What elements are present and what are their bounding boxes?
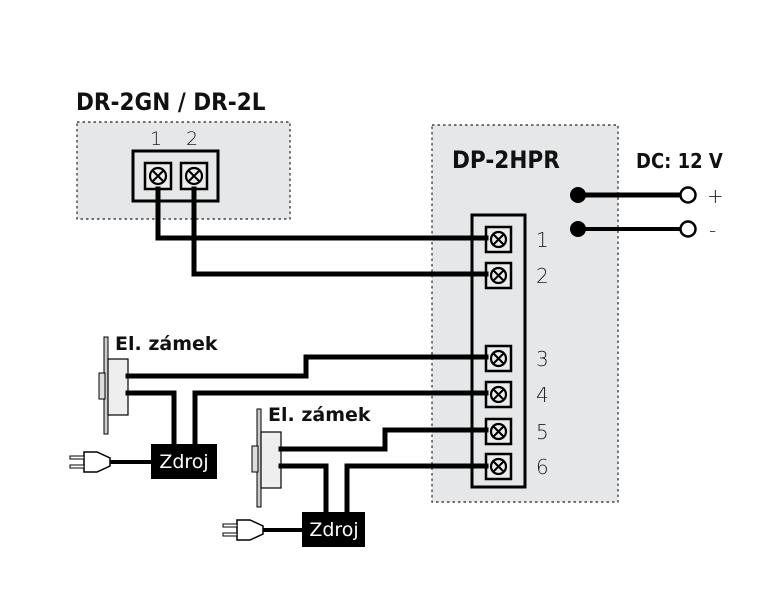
door-station: DR-2GN / DR-2L 1 2 xyxy=(76,88,291,220)
panel-terminal-label-3: 3 xyxy=(536,347,549,371)
screw-terminal-icon xyxy=(484,344,513,373)
lock-2-label: El. zámek xyxy=(268,404,371,426)
screw-terminal-icon xyxy=(484,417,513,446)
door-terminal-label-1: 1 xyxy=(150,128,162,150)
electric-lock-icon xyxy=(98,336,129,435)
screw-terminal-icon xyxy=(484,225,513,254)
panel-terminal-label-2: 2 xyxy=(536,264,549,288)
power-plug-icon xyxy=(222,519,264,541)
wire-door1-panel1 xyxy=(155,186,489,241)
panel-title: DP-2HPR xyxy=(452,146,560,174)
dc-power-input: DC: 12 V + - xyxy=(570,149,724,242)
lock-2: El. zámek xyxy=(251,404,371,508)
panel-terminal-label-4: 4 xyxy=(536,383,549,407)
wire-lock2-zdroj2 xyxy=(278,463,329,517)
dc-minus-sign: - xyxy=(709,218,716,242)
dc-minus-junction xyxy=(570,221,586,237)
zdroj-2-label: Zdroj xyxy=(309,519,358,541)
wire-door2-panel2 xyxy=(191,186,489,277)
zdroj-2-box xyxy=(302,512,365,547)
dc-plus-junction xyxy=(570,187,586,203)
screw-terminal-icon xyxy=(143,161,173,191)
screw-terminal-icon xyxy=(484,261,513,290)
dc-minus-terminal xyxy=(679,220,697,238)
wire-zdroj2-panel6 xyxy=(344,463,489,517)
panel-terminal-label-1: 1 xyxy=(536,228,549,252)
panel: DP-2HPR 1 2 3 4 5 6 xyxy=(431,124,619,503)
electric-lock-icon xyxy=(251,408,282,508)
wire-lock1-zdroj1 xyxy=(125,390,177,447)
zdroj-1-label: Zdroj xyxy=(159,451,208,473)
screw-terminal-icon xyxy=(484,452,513,481)
panel-terminal-label-6: 6 xyxy=(536,455,549,479)
wire-lock1-panel3 xyxy=(125,354,489,379)
dc-voltage-label: DC: 12 V xyxy=(636,149,723,173)
dc-plus-sign: + xyxy=(707,184,724,208)
door-terminal-block xyxy=(131,149,220,203)
power-plug-icon xyxy=(69,451,111,473)
wire-lock2-panel5 xyxy=(278,427,489,452)
dc-plus-terminal xyxy=(679,186,697,204)
wire-zdroj1-panel4 xyxy=(192,390,489,447)
zdroj-1: Zdroj xyxy=(151,444,217,479)
lock-1-label: El. zámek xyxy=(115,333,218,355)
panel-terminal-label-5: 5 xyxy=(536,420,549,444)
zdroj-2: Zdroj xyxy=(302,512,365,547)
screw-terminal-icon xyxy=(179,161,209,191)
zdroj-1-box xyxy=(151,444,217,479)
lock-1: El. zámek xyxy=(98,333,218,435)
door-terminal-label-2: 2 xyxy=(186,128,198,150)
screw-terminal-icon xyxy=(484,380,513,409)
door-station-title: DR-2GN / DR-2L xyxy=(76,88,266,116)
panel-terminal-strip xyxy=(470,213,527,489)
